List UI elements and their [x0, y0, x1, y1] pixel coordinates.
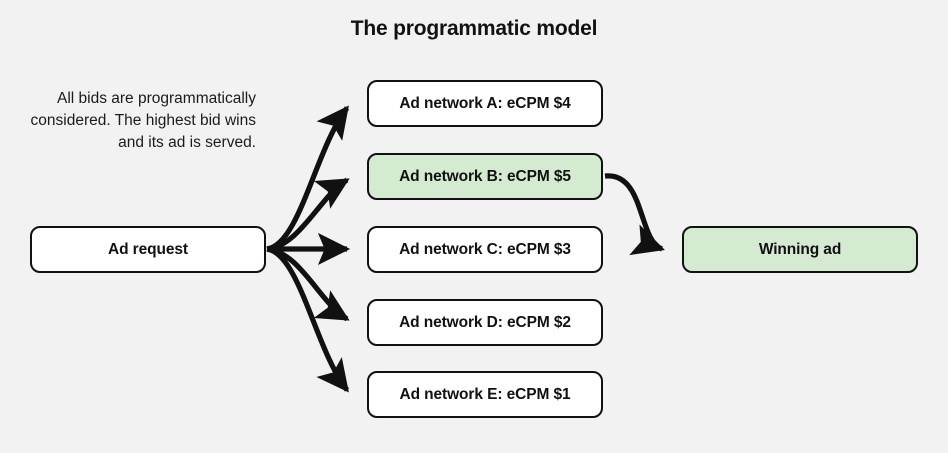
- node-ad-network-e-label: Ad network E: eCPM $1: [399, 385, 571, 403]
- node-winning-ad[interactable]: Winning ad: [682, 226, 918, 273]
- node-ad-network-e[interactable]: Ad network E: eCPM $1: [367, 371, 603, 418]
- edge-net-b-to-winning-ad: [604, 173, 665, 255]
- node-ad-network-c-label: Ad network C: eCPM $3: [399, 240, 571, 258]
- node-ad-request[interactable]: Ad request: [30, 226, 266, 273]
- edge-ad-request-to-net-e: [266, 246, 350, 393]
- page-title: The programmatic model: [350, 17, 598, 40]
- edge-ad-request-to-net-d: [266, 246, 350, 322]
- node-ad-network-b-label: Ad network B: eCPM $5: [399, 167, 571, 185]
- description-text: All bids are programmatically considered…: [30, 90, 256, 151]
- node-winning-ad-label: Winning ad: [758, 240, 842, 258]
- node-ad-network-b[interactable]: Ad network B: eCPM $5: [367, 153, 603, 200]
- node-ad-network-c[interactable]: Ad network C: eCPM $3: [367, 226, 603, 273]
- edge-ad-request-to-net-a: [266, 105, 350, 252]
- edge-ad-request-to-net-b: [266, 177, 350, 252]
- node-ad-network-a[interactable]: Ad network A: eCPM $4: [367, 80, 603, 127]
- node-ad-network-d-label: Ad network D: eCPM $2: [399, 313, 571, 331]
- node-ad-request-label: Ad request: [108, 240, 188, 258]
- node-ad-network-a-label: Ad network A: eCPM $4: [399, 94, 571, 112]
- node-ad-network-d[interactable]: Ad network D: eCPM $2: [367, 299, 603, 346]
